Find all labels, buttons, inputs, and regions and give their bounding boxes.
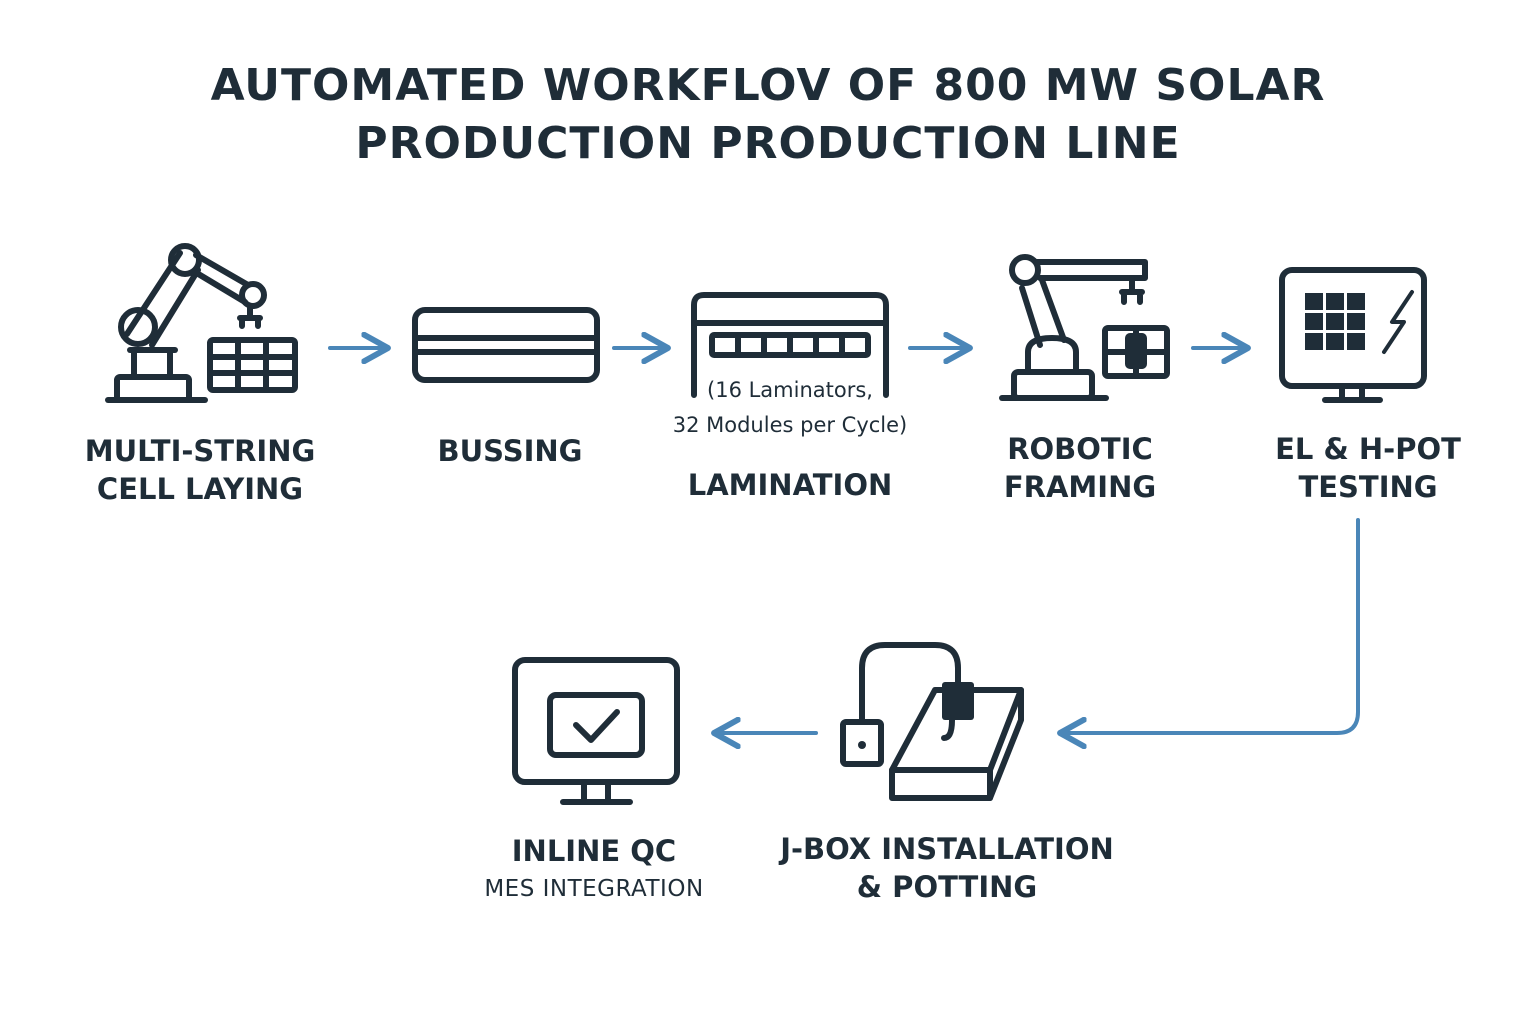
cell-laying-line1: MULTI-STRING [84, 434, 316, 468]
robot-gripper-icon [999, 254, 1170, 401]
connector-dot [858, 741, 866, 749]
step-label-bussing: BUSSING [380, 432, 640, 470]
monitor-check-icon [512, 657, 680, 805]
step-label-jbox: J-BOX INSTALLATION & POTTING [740, 830, 1154, 906]
arrow-5 [1060, 518, 1360, 733]
monitor-solar-icon [1279, 267, 1427, 403]
testing-line1: EL & H-POT [1275, 432, 1461, 466]
testing-line2: TESTING [1298, 470, 1438, 504]
step-label-framing: ROBOTIC FRAMING [960, 430, 1200, 506]
lamination-line1: LAMINATION [687, 468, 893, 502]
flow-arrows [328, 348, 1360, 733]
step-label-qc: INLINE QC [444, 832, 744, 870]
lamination-note-line1: (16 Laminators, [707, 378, 873, 402]
bussing-line1: BUSSING [437, 434, 583, 468]
title-line-1: AUTOMATED WORKFLOV OF 800 MW SOLAR [210, 60, 1326, 111]
jbox-block [942, 682, 974, 720]
robot-arm-icon [105, 243, 298, 403]
framing-line2: FRAMING [1003, 470, 1157, 504]
jbox-line2: & POTTING [856, 870, 1038, 904]
qc-sub-line: MES INTEGRATION [484, 876, 704, 902]
jbox-line1: J-BOX INSTALLATION [780, 832, 1114, 866]
lamination-note-line2: 32 Modules per Cycle) [672, 413, 908, 437]
junction-box-icon [840, 642, 1024, 801]
framing-line1: ROBOTIC [1007, 432, 1153, 466]
bussing-panel-icon [412, 307, 600, 383]
step-label-cell-laying: MULTI-STRING CELL LAYING [60, 432, 340, 508]
step-label-testing: EL & H-POT TESTING [1240, 430, 1496, 506]
title-line-2: PRODUCTION PRODUCTION LINE [355, 118, 1181, 169]
cell-laying-line2: CELL LAYING [96, 472, 304, 506]
solar-panel-grid [1305, 293, 1365, 350]
laminator-icon [691, 292, 889, 398]
qc-line1: INLINE QC [511, 834, 677, 868]
step-label-lamination: LAMINATION [640, 466, 940, 504]
